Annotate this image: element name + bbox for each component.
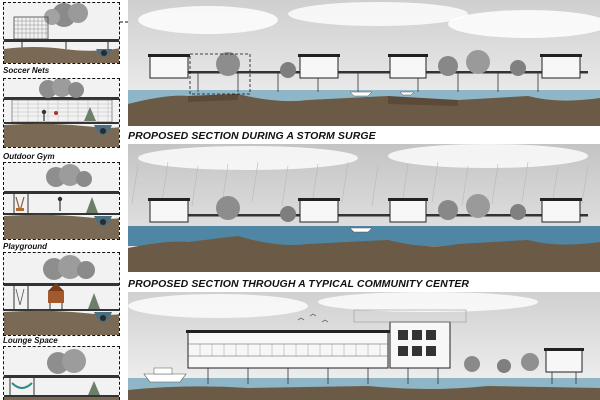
vignette-label: Lounge Space	[3, 336, 58, 345]
section-community-center	[128, 292, 600, 400]
vignette-hammock	[3, 346, 120, 400]
pavilion	[149, 55, 581, 79]
vignette-label: Outdoor Gym	[3, 152, 55, 161]
activity-sidebar: Soccer Nets Outdoor Gym	[0, 0, 124, 400]
section-title-community: PROPOSED SECTION THROUGH A TYPICAL COMMU…	[128, 278, 470, 290]
section-title-storm: PROPOSED SECTION DURING A STORM SURGE	[128, 130, 376, 142]
vignette-outdoor-gym	[3, 78, 120, 148]
vignette-soccer-nets	[3, 2, 120, 64]
vignette-label: Playground	[3, 242, 48, 251]
section-storm-surge	[128, 144, 600, 272]
section-typical	[128, 0, 600, 126]
vignette-lounge	[3, 252, 120, 336]
vignette-label: Soccer Nets	[3, 66, 50, 75]
vignette-playground	[3, 162, 120, 240]
